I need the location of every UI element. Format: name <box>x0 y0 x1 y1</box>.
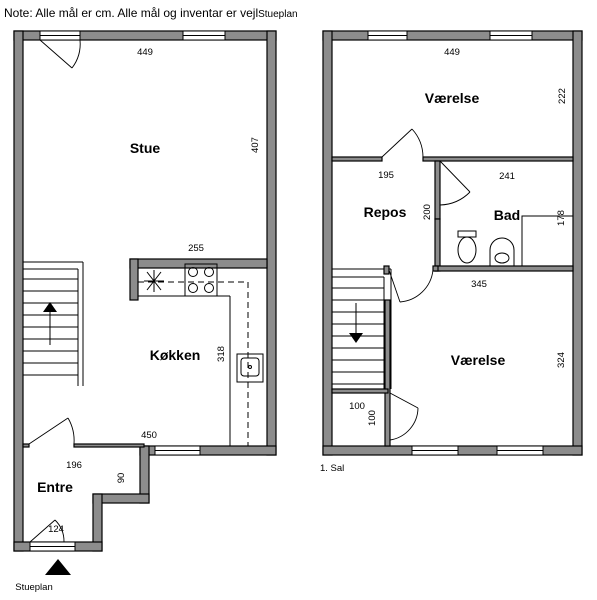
entre-door-swing <box>28 417 75 445</box>
entrance-arrow-icon <box>45 559 71 575</box>
dim-top-depth: 222 <box>557 88 568 104</box>
first-floor-caption: 1. Sal <box>320 463 344 474</box>
top-wall <box>322 30 583 41</box>
kitchen-counter <box>129 258 268 446</box>
entrance-door-swing <box>29 519 65 543</box>
bad-wall-left-lower <box>434 218 441 272</box>
bad-wall-bottom <box>434 265 574 272</box>
staircase-ground <box>23 261 84 386</box>
left-wall <box>13 30 24 552</box>
vaerelse-top-wall-right <box>422 156 574 162</box>
dim-door-width: 124 <box>48 524 64 535</box>
room-label-repos: Repos <box>364 204 407 220</box>
basin-icon <box>489 237 515 266</box>
ground-floor-plan: Stue Køkken Entre 449 407 255 318 450 19… <box>13 30 277 593</box>
note-text: Note: Alle mål er cm. Alle mål og invent… <box>4 6 298 20</box>
dim-bad-depth: 178 <box>556 210 567 226</box>
closet-top-wall <box>331 388 389 394</box>
door-swing <box>388 269 434 303</box>
dim-stue-depth: 407 <box>250 137 261 153</box>
dim-bottom-depth: 324 <box>556 352 567 368</box>
closet-door-swing <box>389 392 419 441</box>
shower <box>521 215 574 267</box>
dim-entre-depth: 90 <box>116 473 127 484</box>
toilet-icon <box>457 236 477 264</box>
stove-icon <box>184 263 218 297</box>
dim-bad-width: 241 <box>499 171 515 182</box>
dim-repos-width: 195 <box>378 170 394 181</box>
dim-top-width: 449 <box>444 47 460 58</box>
door-swing <box>381 128 424 158</box>
sink-icon <box>236 353 264 383</box>
door-swing <box>39 39 81 69</box>
toilet-tank <box>457 230 477 238</box>
room-label-bad: Bad <box>494 207 520 223</box>
stair-up-arrow-icon <box>43 302 57 312</box>
entre-partition-stub <box>22 443 30 448</box>
repos-wall-stub <box>383 265 390 275</box>
dim-bottom-width: 345 <box>471 279 487 290</box>
dim-closet-depth: 100 <box>367 410 378 426</box>
right-wall <box>266 30 277 456</box>
repos-wall-corner <box>432 265 439 272</box>
room-label-vaerelse-top: Værelse <box>425 90 480 106</box>
entre-partition <box>73 443 145 448</box>
ground-floor-caption: Stueplan <box>15 582 53 593</box>
room-label-vaerelse-bottom: Værelse <box>451 352 506 368</box>
room-label-stue: Stue <box>130 140 161 156</box>
dim-kitchen-width: 255 <box>188 243 204 254</box>
staircase-first <box>332 268 392 389</box>
room-label-entre: Entre <box>37 479 73 495</box>
first-floor-plan: Værelse Repos Bad Værelse 449 222 195 20… <box>320 30 583 474</box>
stair-down-arrow-icon <box>349 333 363 343</box>
kitchen-wall-side <box>129 258 139 301</box>
right-wall <box>572 30 583 456</box>
room-label-kokken: Køkken <box>150 347 201 363</box>
dim-entre-width: 196 <box>66 460 82 471</box>
left-wall <box>322 30 333 456</box>
dim-bottom-width: 450 <box>141 430 157 441</box>
vaerelse-top-wall-left <box>331 156 383 162</box>
dim-kitchen-depth: 318 <box>216 346 227 362</box>
dim-stue-width: 449 <box>137 47 153 58</box>
dim-repos-depth: 200 <box>422 204 433 220</box>
vaerelse-left-wall <box>384 299 391 447</box>
bad-door-swing <box>439 160 471 206</box>
dim-closet-width: 100 <box>349 401 365 412</box>
bad-wall-left-upper <box>434 160 441 220</box>
